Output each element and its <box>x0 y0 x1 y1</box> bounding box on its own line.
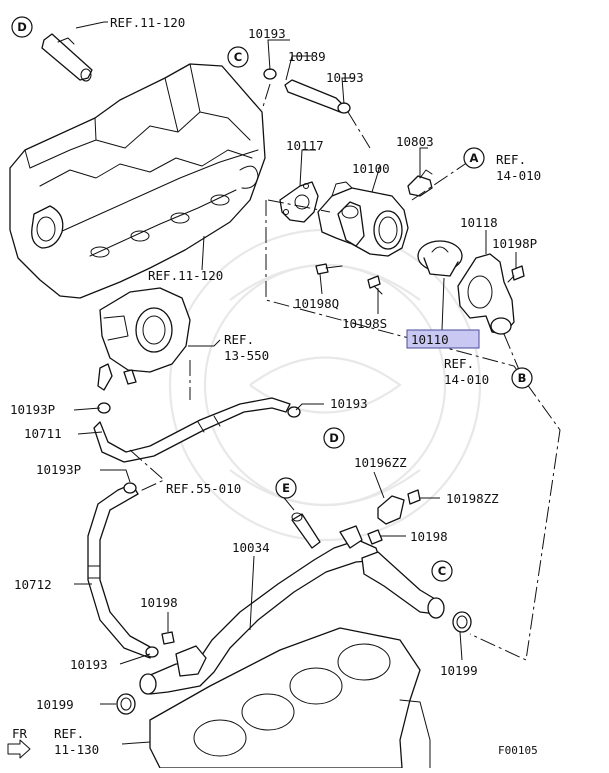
cylinder-head <box>9 63 266 299</box>
part-10193-top[interactable]: 10193 <box>248 26 286 41</box>
ref-11-130-line1[interactable]: REF. <box>54 726 84 741</box>
water-inlet-10118 <box>457 253 515 335</box>
callout-a-letter: A <box>470 151 479 165</box>
callout-c-right[interactable]: C <box>431 560 453 582</box>
callout-e-letter: E <box>282 481 290 495</box>
part-10198Q[interactable]: 10198Q <box>294 296 339 311</box>
callout-b[interactable]: B <box>511 367 533 389</box>
part-10198ZZ[interactable]: 10198ZZ <box>446 491 499 506</box>
callout-b-letter: B <box>518 371 527 385</box>
bolts-housing <box>315 263 525 295</box>
ref-14-010-b-line1[interactable]: REF. <box>444 356 474 371</box>
highlight-box-10110 <box>406 329 480 349</box>
callout-e[interactable]: E <box>275 477 297 499</box>
part-10193P-upper[interactable]: 10193P <box>10 402 55 417</box>
ref-11-120-mid[interactable]: REF.11-120 <box>148 268 223 283</box>
callout-c-top[interactable]: C <box>227 46 249 68</box>
part-10198P[interactable]: 10198P <box>492 236 537 251</box>
part-10199-left[interactable]: 10199 <box>36 697 74 712</box>
part-10110[interactable]: 10110 <box>411 332 449 347</box>
part-10193-bottom[interactable]: 10193 <box>70 657 108 672</box>
hose-10711 <box>93 397 301 463</box>
ref-11-130-line2[interactable]: 11-130 <box>54 742 99 757</box>
part-10198-right[interactable]: 10198 <box>410 529 448 544</box>
thermostat-housing-10100 <box>317 181 409 257</box>
part-10100[interactable]: 10100 <box>352 161 390 176</box>
dash-dot-lines <box>129 83 561 661</box>
ref-55-010[interactable]: REF.55-010 <box>166 481 241 496</box>
callout-d-top[interactable]: D <box>11 16 33 38</box>
hose-10712 <box>87 482 159 659</box>
cylinder-block <box>149 627 431 769</box>
callout-d-mid[interactable]: D <box>323 427 345 449</box>
part-10034[interactable]: 10034 <box>232 540 270 555</box>
part-10712[interactable]: 10712 <box>14 577 52 592</box>
gasket-10117 <box>279 181 319 223</box>
callout-d-top-letter: D <box>17 20 27 34</box>
callout-c-right-letter: C <box>438 564 446 578</box>
part-10196ZZ[interactable]: 10196ZZ <box>354 455 407 470</box>
ref-13-550-line1[interactable]: REF. <box>224 332 254 347</box>
ref-14-010-b-line2[interactable]: 14-010 <box>444 372 489 387</box>
direction-arrow-icon <box>7 739 31 759</box>
callout-d-mid-letter: D <box>329 431 339 445</box>
part-10199-right[interactable]: 10199 <box>440 663 478 678</box>
thermostat-10110 <box>417 240 463 277</box>
direction-indicator: FR <box>7 726 31 759</box>
direction-label: FR <box>12 726 28 741</box>
sensor-10803 <box>407 169 433 197</box>
part-10711[interactable]: 10711 <box>24 426 62 441</box>
part-10118[interactable]: 10118 <box>460 215 498 230</box>
throttle-body <box>97 287 191 391</box>
part-10193P-lower[interactable]: 10193P <box>36 462 81 477</box>
diagram-code: F00105 <box>498 744 538 757</box>
part-10193-mid[interactable]: 10193 <box>326 70 364 85</box>
water-pipe-10034 <box>139 512 445 695</box>
callout-c-top-letter: C <box>234 50 242 64</box>
part-10198-left[interactable]: 10198 <box>140 595 178 610</box>
ref-14-010-a-line1[interactable]: REF. <box>496 152 526 167</box>
bypass-pipe-top <box>41 33 93 82</box>
part-10189[interactable]: 10189 <box>288 49 326 64</box>
ref-14-010-a-line2[interactable]: 14-010 <box>496 168 541 183</box>
bracket-10196ZZ <box>161 489 421 645</box>
ref-13-550-line2[interactable]: 13-550 <box>224 348 269 363</box>
part-10198S[interactable]: 10198S <box>342 316 387 331</box>
ref-11-120-top[interactable]: REF.11-120 <box>110 15 185 30</box>
callout-a[interactable]: A <box>463 147 485 169</box>
leader-lines <box>73 21 517 745</box>
hose-10189 <box>263 68 351 114</box>
part-10803[interactable]: 10803 <box>396 134 434 149</box>
part-10117[interactable]: 10117 <box>286 138 324 153</box>
o-rings-10199 <box>116 611 472 715</box>
part-10193-right[interactable]: 10193 <box>330 396 368 411</box>
